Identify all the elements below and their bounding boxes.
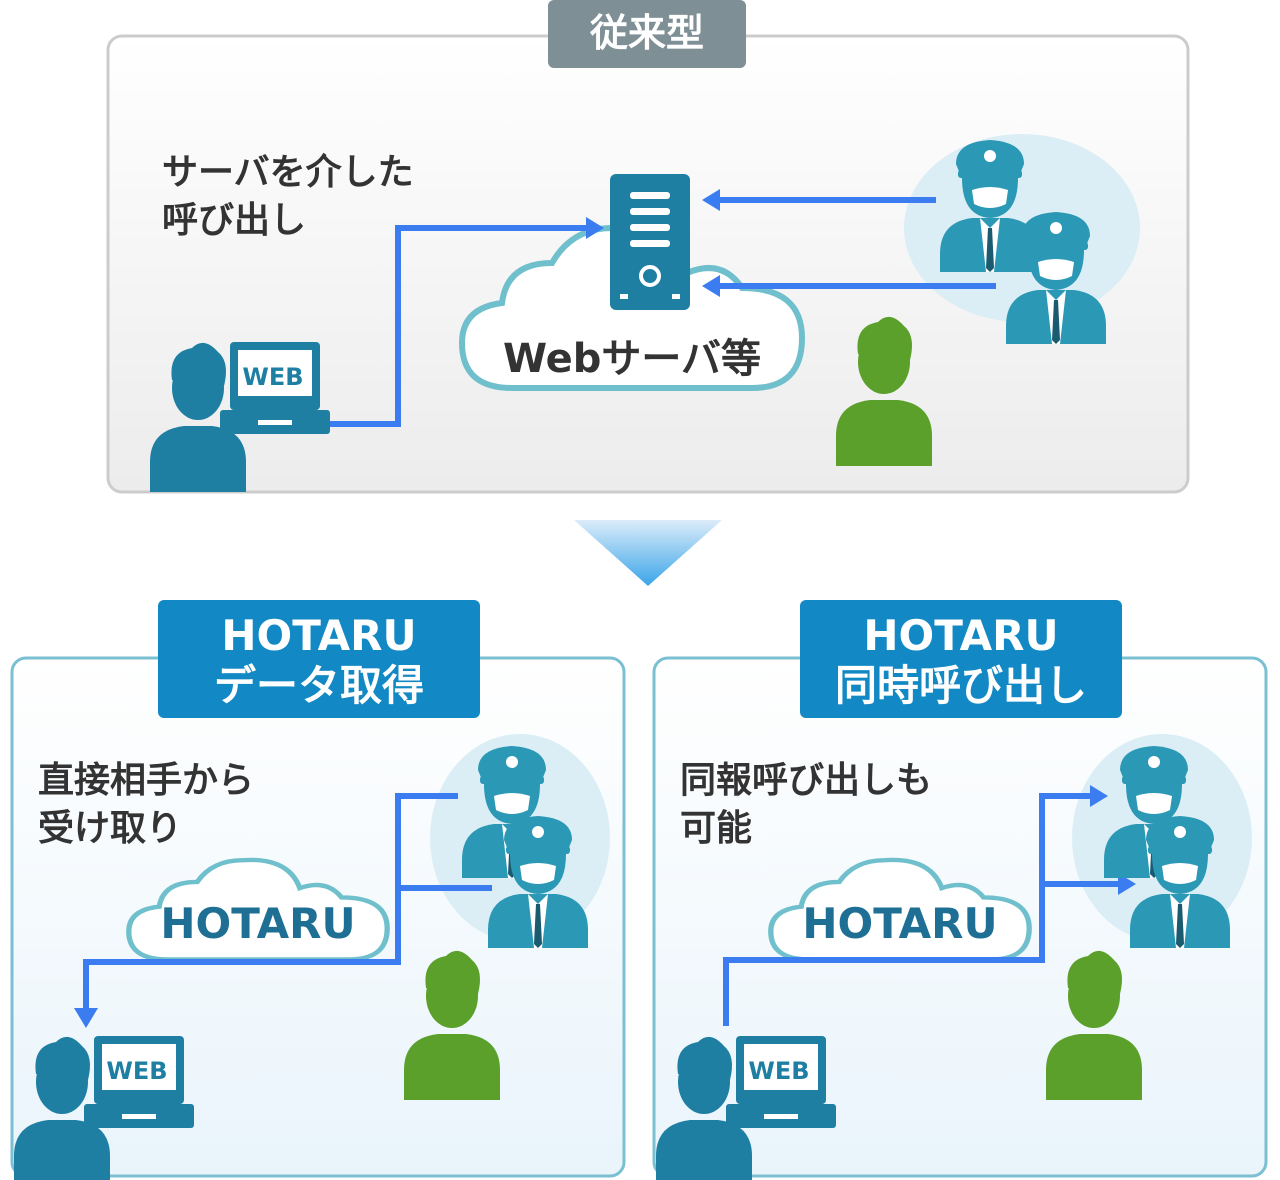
conventional-panel: 従来型 サーバを介した 呼び出し Webサーバ等 [106, 0, 1190, 494]
hotaru-broadcast-header [800, 600, 1122, 718]
hotaru-data-caption-line2: 受け取り [38, 808, 182, 849]
hotaru-data-header-line1: HOTARU [221, 611, 416, 660]
conventional-tag [548, 0, 746, 68]
hotaru-broadcast-panel: HOTARU 同時呼び出し 同報呼び出しも 可能 HOTARU WEB [652, 600, 1268, 1180]
hotaru-cloud-label: HOTARU [160, 899, 355, 948]
conventional-caption-line2: 呼び出し [162, 200, 306, 241]
conventional-tag-label: 従来型 [589, 11, 704, 55]
hotaru-data-panel: HOTARU データ取得 直接相手から 受け取り HOTARU WEB [10, 600, 626, 1180]
direct-receive-arrows [74, 793, 492, 1028]
down-arrow-icon [574, 520, 722, 586]
web-server-cloud-label: Webサーバ等 [503, 336, 761, 382]
conventional-caption-line1: サーバを介した [162, 152, 414, 193]
hotaru-broadcast-caption-line1: 同報呼び出しも [680, 760, 932, 801]
hotaru-broadcast-header-line2: 同時呼び出し [835, 661, 1087, 710]
web-monitor-label: WEB [242, 363, 303, 391]
hotaru-broadcast-header-line1: HOTARU [863, 611, 1058, 660]
hotaru-data-header [158, 600, 480, 718]
hotaru-data-header-line2: データ取得 [214, 661, 424, 710]
broadcast-arrows [723, 785, 1136, 1026]
server-icon [610, 174, 690, 310]
hotaru-data-caption-line1: 直接相手から [38, 760, 254, 801]
web-monitor-label: WEB [106, 1057, 167, 1085]
web-monitor-label: WEB [748, 1057, 809, 1085]
hotaru-cloud-label: HOTARU [802, 899, 997, 948]
server-request-arrows [322, 189, 996, 427]
hotaru-broadcast-caption-line2: 可能 [680, 808, 752, 849]
